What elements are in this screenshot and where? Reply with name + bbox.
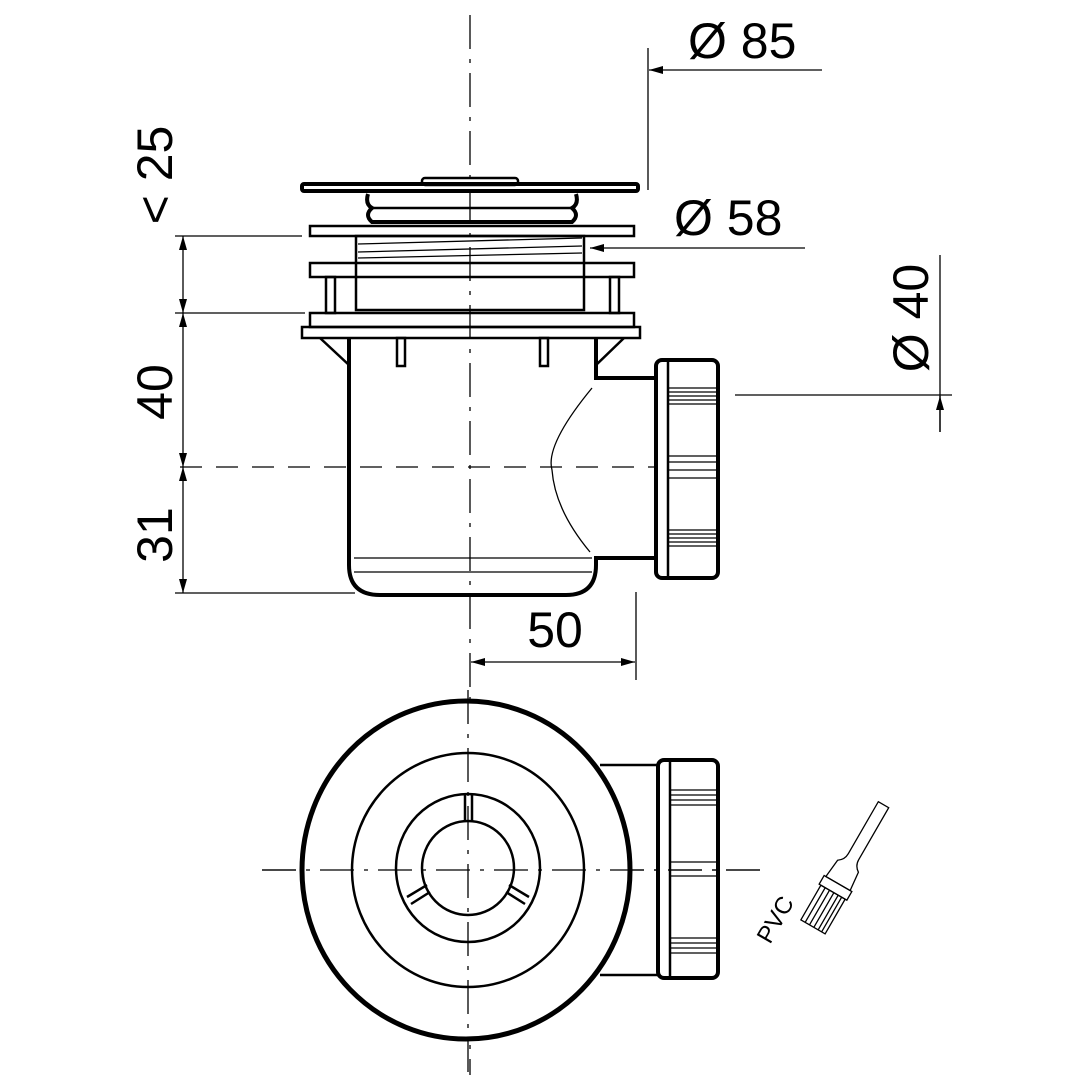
outlet-pipe-plan <box>600 763 660 977</box>
pvc-label: PVC <box>752 892 800 948</box>
rib-top <box>463 795 474 822</box>
plan-view <box>262 690 770 1075</box>
dim-40: 40 <box>127 364 183 420</box>
side-view <box>300 176 720 597</box>
pvc-glue-brush-icon <box>799 800 890 935</box>
rib-left <box>406 883 431 906</box>
dimension-lines <box>175 48 952 680</box>
dim-diameter-58: Ø 58 <box>674 190 782 246</box>
tray-ring <box>308 224 636 238</box>
clamp-nut <box>308 261 636 279</box>
dim-max-25: < 25 <box>127 126 183 225</box>
outlet-nut-plan <box>656 758 720 980</box>
body-flange <box>308 311 636 329</box>
grate-neck <box>365 193 579 224</box>
trap-body <box>347 338 656 597</box>
rib-right <box>505 883 530 906</box>
dim-diameter-85: Ø 85 <box>688 13 796 69</box>
dim-31: 31 <box>127 507 183 563</box>
dim-50: 50 <box>527 602 583 658</box>
threaded-body <box>354 234 586 312</box>
dim-diameter-40: Ø 40 <box>883 264 939 372</box>
grate-cap <box>420 176 520 187</box>
outlet-nut <box>654 358 720 580</box>
outlet-curve <box>550 387 593 553</box>
